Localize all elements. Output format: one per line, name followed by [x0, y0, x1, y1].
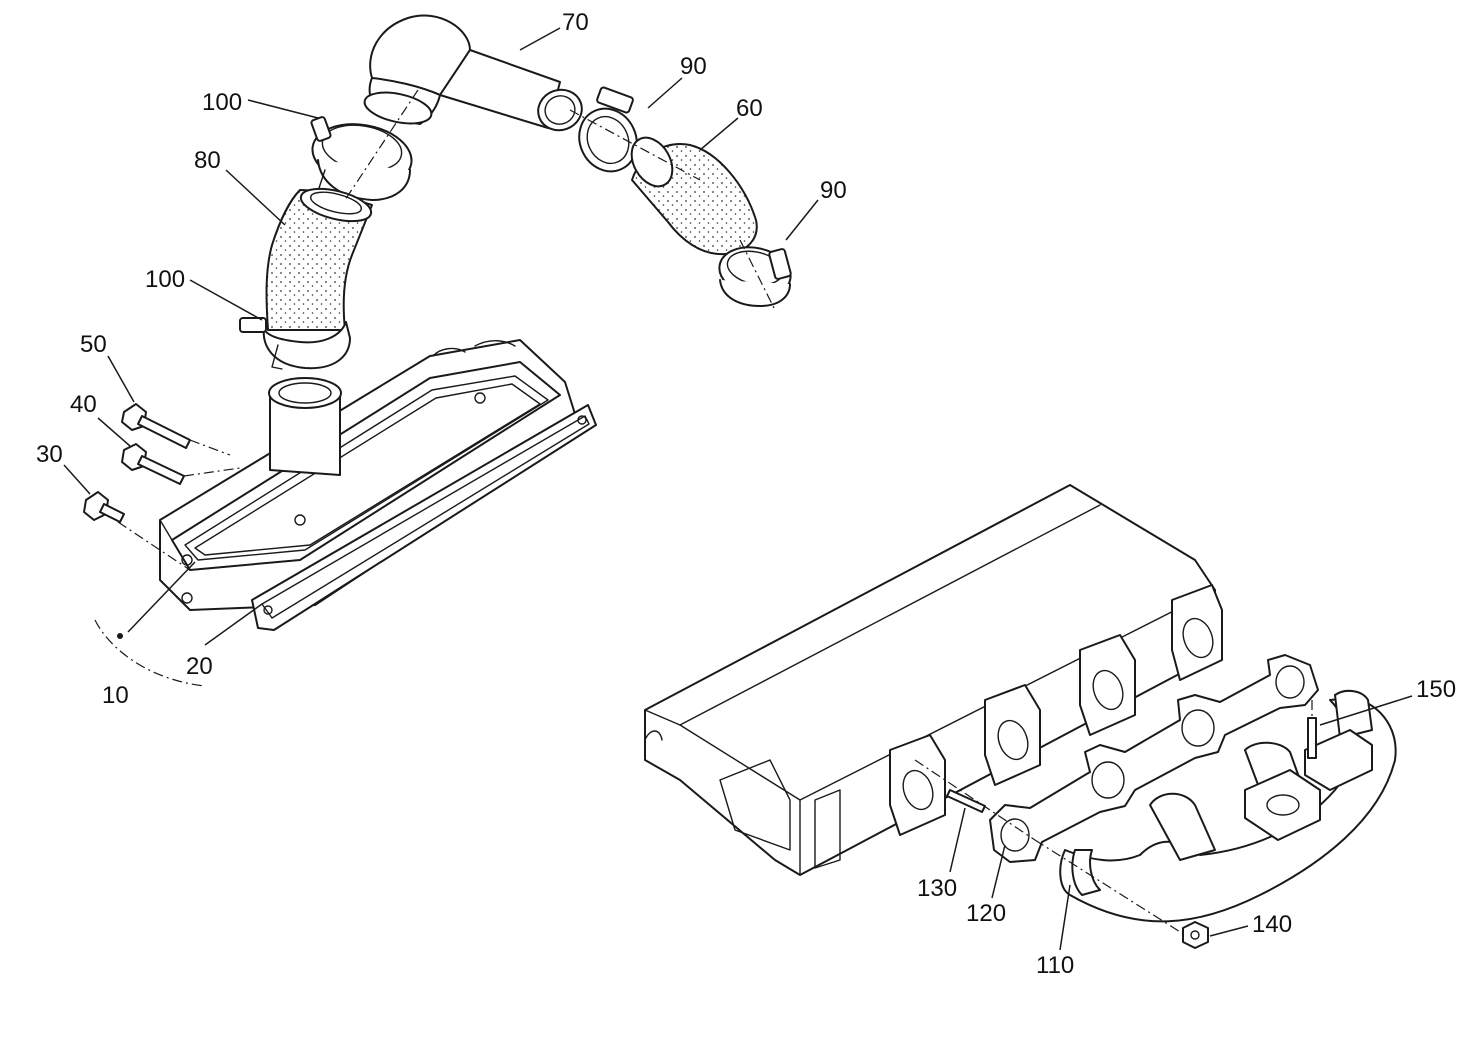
bent-hose-80	[265, 187, 373, 331]
upper-bent-pipe	[363, 14, 583, 132]
callout-50: 50	[80, 331, 107, 358]
exhaust-port-3	[1079, 634, 1136, 736]
cylinder-head	[644, 484, 1223, 876]
callout-90-upper: 90	[680, 53, 707, 80]
exhaust-gasket-120	[989, 654, 1319, 863]
hose-clamp-upper	[310, 116, 413, 201]
callout-100-upper: 100	[202, 89, 242, 116]
callout-labels: 70 90 60 90 100 80 100 50 40 30 20 10 13…	[36, 9, 1456, 979]
bolt-50	[121, 403, 191, 449]
callout-140: 140	[1252, 911, 1292, 938]
callout-100-lower: 100	[145, 266, 185, 293]
assembly-centerlines	[94, 89, 1313, 936]
exhaust-port-4	[1171, 584, 1223, 681]
callout-150: 150	[1416, 676, 1456, 703]
callout-120: 120	[966, 900, 1006, 927]
leader-lines	[63, 27, 1413, 951]
callout-60: 60	[736, 95, 763, 122]
hose-clamp-90-upper	[578, 86, 638, 173]
callout-130: 130	[917, 875, 957, 902]
nut-140	[1182, 921, 1209, 949]
straight-hose-60	[630, 136, 758, 256]
hose-clamp-lower	[239, 317, 351, 370]
stud-130	[946, 789, 986, 813]
manifold-gasket	[251, 404, 597, 631]
callout-110: 110	[1036, 952, 1074, 979]
callout-80: 80	[194, 147, 221, 174]
callout-40: 40	[70, 391, 97, 418]
callout-90-lower: 90	[820, 177, 847, 204]
stud-150	[1307, 717, 1317, 759]
callout-10: 10	[102, 682, 129, 709]
bolt-30	[83, 491, 125, 523]
intake-manifold	[159, 339, 581, 611]
exhaust-manifold-110	[1059, 689, 1397, 923]
reference-dot	[117, 633, 123, 639]
callout-70: 70	[562, 9, 589, 36]
hose-clamp-90-lower	[718, 246, 792, 307]
exhaust-port-1	[889, 734, 946, 836]
callout-30: 30	[36, 441, 63, 468]
exhaust-port-2	[984, 684, 1041, 786]
bolt-40	[121, 443, 185, 485]
callout-20: 20	[186, 653, 213, 680]
